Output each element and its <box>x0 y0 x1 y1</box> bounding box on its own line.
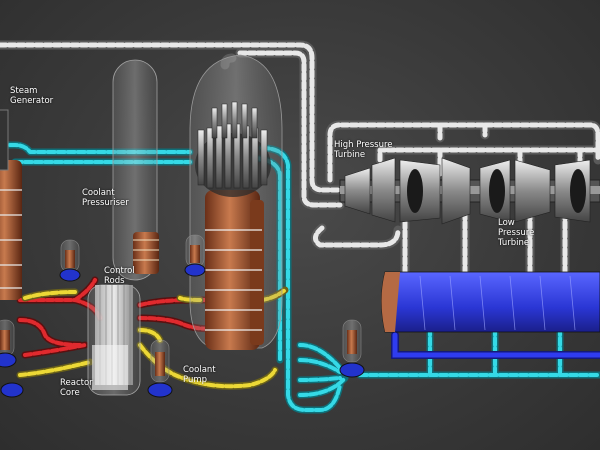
label-reactor-core: Reactor Core <box>60 378 93 398</box>
label-steam-generator: Steam Generator <box>10 86 54 106</box>
coolant-pressuriser <box>112 59 159 281</box>
label-control-rods: Control Rods <box>104 266 135 286</box>
label-coolant-pump: Coolant Pump <box>183 365 216 385</box>
steam-pipes <box>0 40 600 280</box>
turbine-shaft <box>339 157 600 225</box>
condenser <box>381 271 600 333</box>
coolant-pumps <box>0 234 365 398</box>
steam-generator-main <box>189 54 283 350</box>
steam-generator-left <box>0 109 22 300</box>
label-coolant-pressuriser: Coolant Pressuriser <box>82 188 129 208</box>
reactor-core <box>87 284 141 396</box>
condenser-loop <box>391 331 600 359</box>
label-high-pressure-turbine: High Pressure Turbine <box>334 140 393 160</box>
label-low-pressure-turbine: Low Pressure Turbine <box>498 218 535 248</box>
